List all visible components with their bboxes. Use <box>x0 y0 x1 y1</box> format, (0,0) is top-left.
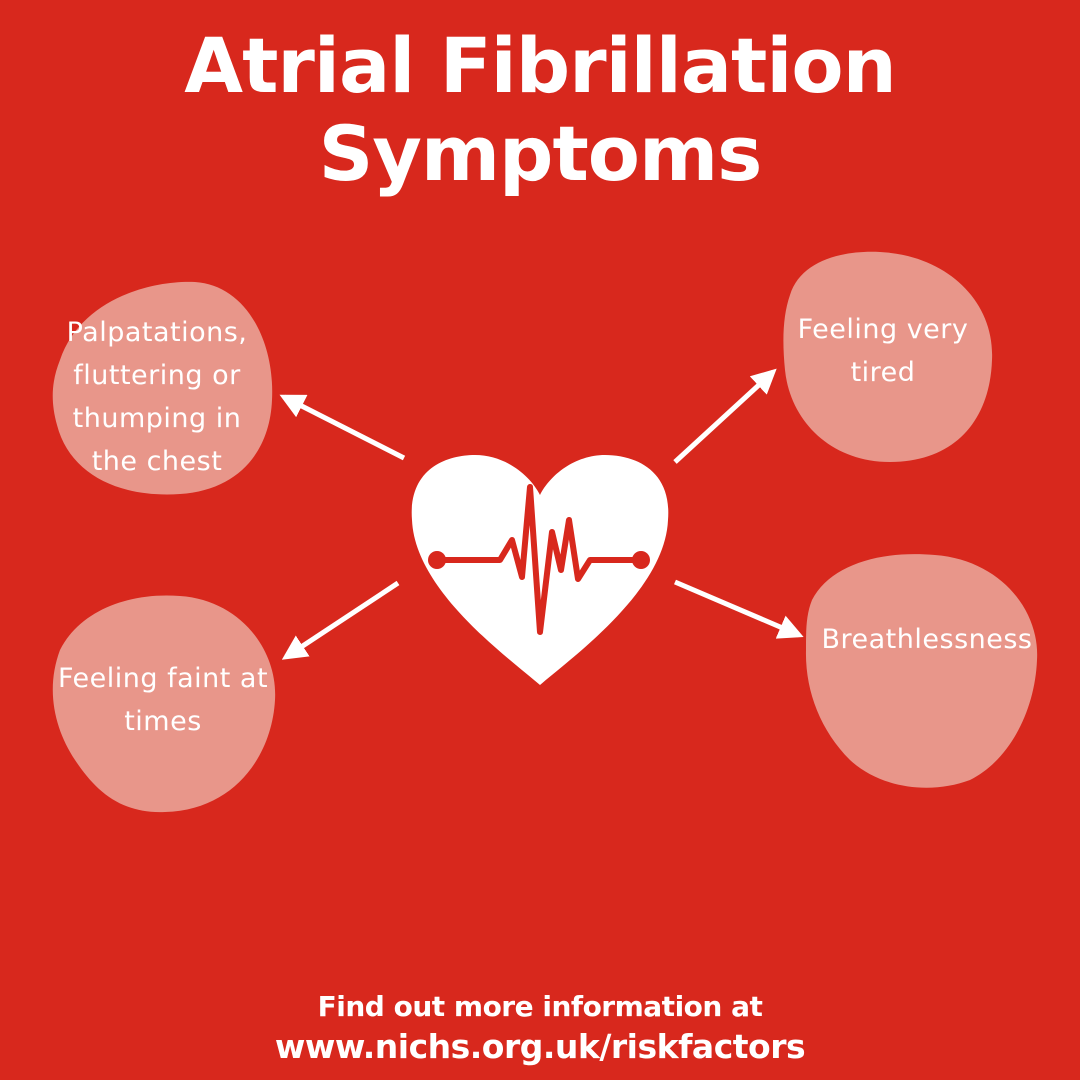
heartbeat-start-dot <box>428 551 446 569</box>
arrow-to-palpitations <box>279 394 406 461</box>
footer-url: www.nichs.org.uk/riskfactors <box>274 1027 806 1066</box>
blob-palpitations <box>52 281 273 495</box>
symptom-label-faint: Feeling faint at times <box>57 663 269 737</box>
footer: Find out more information at www.nichs.o… <box>0 988 1080 1068</box>
arrow-to-faint <box>281 580 400 660</box>
arrow-to-breathlessness <box>674 579 804 639</box>
heart-icon <box>411 455 669 685</box>
blob-faint <box>52 595 276 813</box>
title-line-1: Atrial Fibrillation <box>184 21 896 110</box>
heart-heartbeat-icon <box>411 455 669 685</box>
symptom-label-breathlessness: Breathlessness <box>821 624 1033 655</box>
symptom-label-tired: Feeling very tired <box>797 314 969 388</box>
heartbeat-end-dot <box>632 551 650 569</box>
blob-breathlessness <box>805 554 1038 788</box>
heartbeat-line-icon <box>434 484 644 635</box>
blob-tired <box>783 251 993 462</box>
arrow-to-tired <box>673 368 777 464</box>
title-line-2: Symptoms <box>318 109 763 198</box>
page-title: Atrial Fibrillation Symptoms <box>0 22 1080 198</box>
symptom-label-palpitations: Palpatations, fluttering or thumping in … <box>66 317 248 477</box>
footer-info-text: Find out more information at <box>317 990 763 1023</box>
